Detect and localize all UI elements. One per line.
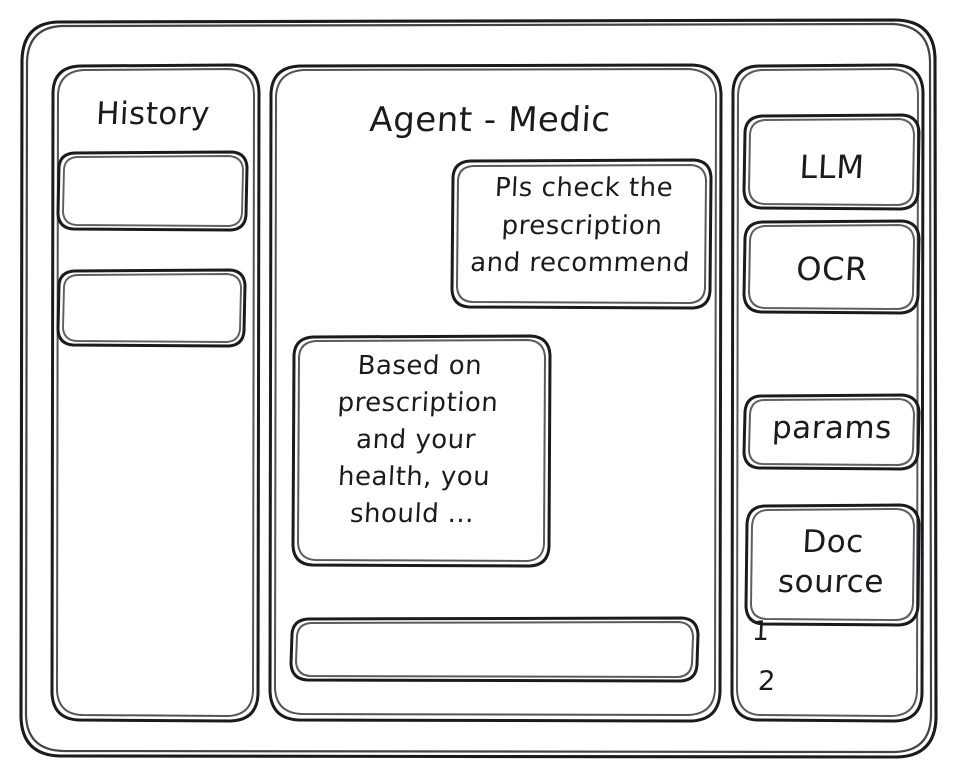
tool-card-llm[interactable]: LLM [798,148,866,186]
doc-source-marker-1[interactable]: 1 [751,616,771,647]
tool-card-doc-source[interactable]: Doc source [777,524,885,601]
user-message-bubble: Pls check the prescription and recommend [469,173,691,279]
tool-card-ocr[interactable]: OCR [795,250,869,288]
page-title: Agent - Medic [368,100,612,140]
message-input[interactable] [291,618,698,681]
doc-source-marker-2[interactable]: 2 [757,666,777,697]
history-item-1[interactable] [58,152,248,231]
history-item-2[interactable] [58,270,246,347]
assistant-message-bubble: Based on prescription and your health, y… [336,351,500,529]
sidebar-title: History [95,96,211,132]
tool-card-params[interactable]: params [771,410,893,446]
